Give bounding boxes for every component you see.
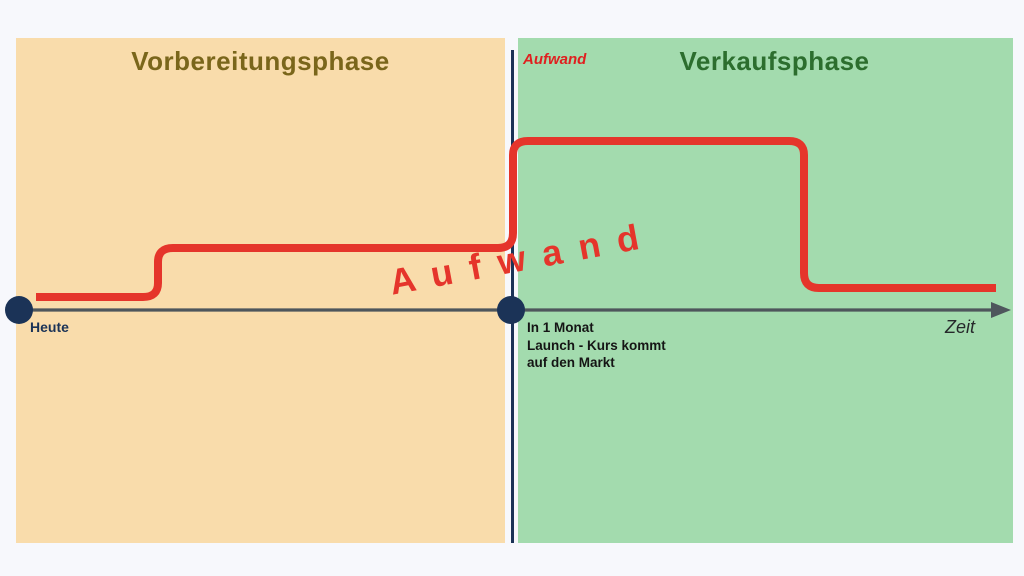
time-axis-arrowhead-icon (991, 302, 1011, 318)
preparation-phase-panel: Vorbereitungsphase (16, 38, 505, 543)
launch-event-label: In 1 Monat Launch - Kurs kommt auf den M… (527, 319, 666, 372)
launch-milestone-dot (497, 296, 525, 324)
time-axis-label: Zeit (945, 317, 976, 337)
sales-phase-title: Verkaufsphase (679, 46, 870, 76)
effort-curve (36, 137, 996, 301)
launch-event-line3: auf den Markt (527, 355, 615, 371)
today-milestone-dot (5, 296, 33, 324)
launch-event-line2: Launch - Kurs kommt (527, 337, 666, 353)
launch-event-line1: In 1 Monat (527, 320, 594, 335)
today-label: Heute (30, 319, 69, 335)
y-axis-label: Aufwand (523, 51, 587, 68)
preparation-phase-title: Vorbereitungsphase (131, 46, 390, 76)
